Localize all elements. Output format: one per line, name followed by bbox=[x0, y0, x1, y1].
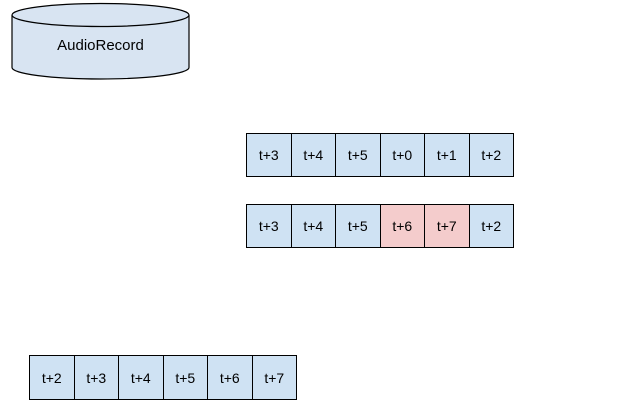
buffer-cell: t+4 bbox=[291, 133, 336, 177]
buffer-cell: t+5 bbox=[163, 355, 208, 400]
buffer-cell-highlighted: t+7 bbox=[425, 204, 470, 248]
buffer-cell: t+1 bbox=[425, 133, 470, 177]
audiorecord-cylinder: AudioRecord bbox=[11, 2, 190, 80]
cylinder-shape-icon bbox=[11, 2, 190, 80]
buffer-cell-highlighted: t+6 bbox=[380, 204, 425, 248]
buffer-cell: t+4 bbox=[119, 355, 164, 400]
buffer-cell: t+7 bbox=[252, 355, 297, 400]
buffer-cell: t+2 bbox=[469, 133, 514, 177]
buffer-cell: t+3 bbox=[74, 355, 119, 400]
buffer-cell: t+5 bbox=[336, 133, 381, 177]
buffer-cell: t+6 bbox=[208, 355, 253, 400]
buffer-cell: t+4 bbox=[291, 204, 336, 248]
buffer-cell: t+2 bbox=[29, 355, 75, 400]
buffer-cell: t+0 bbox=[380, 133, 425, 177]
buffer-cell: t+2 bbox=[469, 204, 514, 248]
buffer-cell: t+3 bbox=[246, 133, 292, 177]
buffer-cell: t+3 bbox=[246, 204, 292, 248]
buffer-cell: t+5 bbox=[336, 204, 381, 248]
audiorecord-label: AudioRecord bbox=[57, 37, 144, 54]
